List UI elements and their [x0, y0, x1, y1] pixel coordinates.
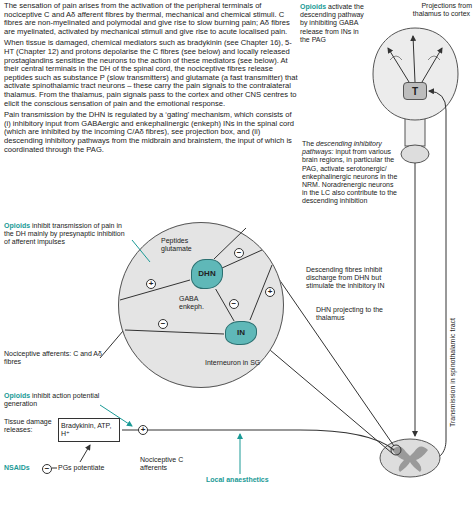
sign-symbol: −	[158, 319, 168, 329]
thalamus-box: T	[403, 82, 427, 100]
node-text: T	[404, 86, 426, 97]
neuron-body: DHN	[191, 259, 223, 289]
text-group: Transmission in spinothalamic tract	[449, 290, 457, 455]
circuit-lines	[120, 228, 272, 334]
annotation: Nociceptive afferents: C and Aδ fibres	[4, 350, 102, 365]
node-text: Bradykinin, ATP, H⁺	[61, 422, 117, 438]
node-text: IN	[226, 328, 256, 337]
text-group: +	[265, 287, 275, 297]
text-group: NSAIDs	[4, 464, 40, 472]
projection-circle: Peptides glutamateGABA enkeph. Interneuro…	[118, 222, 284, 388]
annotation: The	[302, 140, 314, 147]
annotation: Projections from thalamus to cortex	[413, 2, 472, 17]
drug-name: Opioids	[4, 222, 30, 229]
tract-label: Transmission in spinothalamic tract	[449, 318, 456, 427]
body-text: The sensation of pain arises from the ac…	[4, 2, 298, 36]
node-text: Interneuron in SG	[205, 359, 265, 367]
leader-line	[132, 240, 150, 262]
text-group: +	[146, 279, 156, 289]
text-group: Descending fibres inhibit discharge from…	[306, 266, 402, 291]
node-text: GABA enkeph.	[179, 295, 219, 311]
leader-line	[100, 331, 123, 358]
node-text: Peptides glutamate	[161, 237, 213, 253]
annotation: PGs potentiate	[58, 464, 104, 471]
pg-arrow	[80, 445, 90, 462]
text-group: The sensation of pain arises from the ac…	[4, 2, 298, 157]
sign-symbol: −	[42, 464, 52, 474]
mediator-box: Bradykinin, ATP, H⁺	[58, 418, 120, 442]
annotation: DHN projecting to the thalamus	[316, 306, 383, 321]
text-group: Thedescending inhibitory pathways:input …	[302, 140, 398, 206]
anaesthetic-arrow	[240, 434, 241, 474]
drug-name: Opioids	[300, 3, 326, 10]
sign-symbol: +	[138, 425, 148, 435]
text-group: −	[42, 464, 52, 474]
text-group: Tissue damage releases:	[4, 418, 56, 434]
brain-section	[373, 28, 458, 120]
text-group: DHN projecting to the thalamus	[316, 306, 402, 322]
text-group: −	[234, 248, 244, 258]
sign-symbol: −	[234, 248, 244, 258]
projection-fill	[118, 222, 284, 388]
drug-name: Local anaesthetics	[206, 476, 269, 483]
spinothalamic-tract	[420, 91, 446, 462]
annotation: Nociceptive C afferents	[140, 456, 183, 471]
annotation: input from various brain regions, in par…	[302, 148, 397, 204]
body-text: Pain transmission by the DHN is regulate…	[4, 111, 298, 154]
medulla-section	[401, 145, 429, 163]
text-group: +	[138, 425, 148, 435]
text-group: Opioidsactivate the descending pathway b…	[300, 3, 370, 44]
grey-matter	[392, 446, 428, 472]
text-group: Projections from thalamus to cortex	[408, 2, 472, 18]
text-group: Nociceptive afferents: C and Aδ fibres	[4, 350, 116, 366]
spinal-cord-section	[380, 439, 440, 477]
neuron-body: IN	[225, 321, 257, 345]
nociceptive-nerve	[122, 430, 394, 450]
text-group: Local anaesthetics	[206, 476, 286, 484]
drug-name: Opioids	[4, 392, 30, 399]
body-text: When tissue is damaged, chemical mediato…	[4, 39, 298, 108]
sign-symbol: +	[146, 279, 156, 289]
ventricles	[390, 56, 440, 60]
cortex-projections	[388, 36, 442, 82]
text-group: Nociceptive C afferents	[140, 456, 200, 472]
annotation: Descending fibres inhibit discharge from…	[306, 266, 385, 289]
text-group: Opioidsinhibit action potential generati…	[4, 392, 120, 408]
text-group: PGs potentiate	[58, 464, 128, 472]
text-group: Opioidsinhibit transmission of pain in t…	[4, 222, 132, 247]
drug-name: NSAIDs	[4, 464, 30, 471]
descending-tract	[415, 163, 416, 436]
sign-symbol: −	[229, 299, 239, 309]
sign-symbol: +	[265, 287, 275, 297]
zoom-line	[270, 350, 393, 454]
text-group: −	[158, 319, 168, 329]
nsaid-link	[52, 468, 57, 469]
annotation: Tissue damage releases:	[4, 418, 52, 433]
node-text: DHN	[192, 269, 222, 278]
